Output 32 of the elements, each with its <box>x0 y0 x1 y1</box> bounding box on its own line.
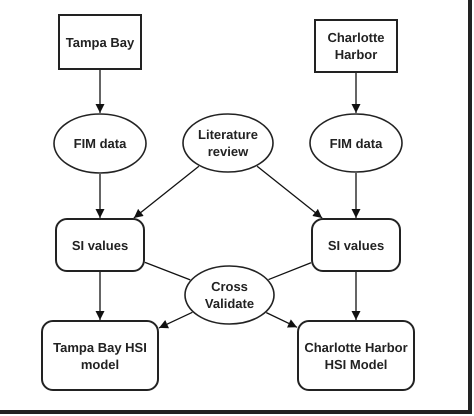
ellipse-node <box>182 113 274 173</box>
process-box <box>58 14 142 70</box>
node-label: FIM data <box>328 134 384 152</box>
rounded-box <box>311 218 401 272</box>
arrow <box>352 173 360 218</box>
node-label: SI values <box>326 236 386 254</box>
connector-line <box>144 262 190 280</box>
arrow <box>96 70 104 113</box>
arrow <box>352 73 360 113</box>
arrow <box>352 272 360 320</box>
node-label: Tampa Bay HSI model <box>52 338 148 372</box>
ellipse-node <box>309 113 403 173</box>
process-box <box>314 19 398 73</box>
node-label: SI values <box>70 236 130 254</box>
connector-line <box>268 262 312 280</box>
node-label: Charlotte Harbor HSI Model <box>303 338 409 372</box>
node-label: Literature review <box>197 126 259 160</box>
arrow <box>96 272 104 320</box>
node-label: FIM data <box>72 135 128 152</box>
arrow <box>158 312 193 329</box>
node-label: Tampa Bay <box>64 34 136 50</box>
arrow <box>133 166 200 218</box>
ellipse-node <box>184 265 275 325</box>
rounded-box <box>55 218 145 272</box>
arrow <box>96 174 104 218</box>
rounded-box <box>41 320 159 391</box>
ellipse-node <box>53 113 147 174</box>
arrow <box>266 312 298 328</box>
node-label: Cross Validate <box>204 278 256 312</box>
rounded-box <box>297 320 415 391</box>
arrow <box>256 166 323 218</box>
node-label: Charlotte Harbor <box>326 29 386 63</box>
